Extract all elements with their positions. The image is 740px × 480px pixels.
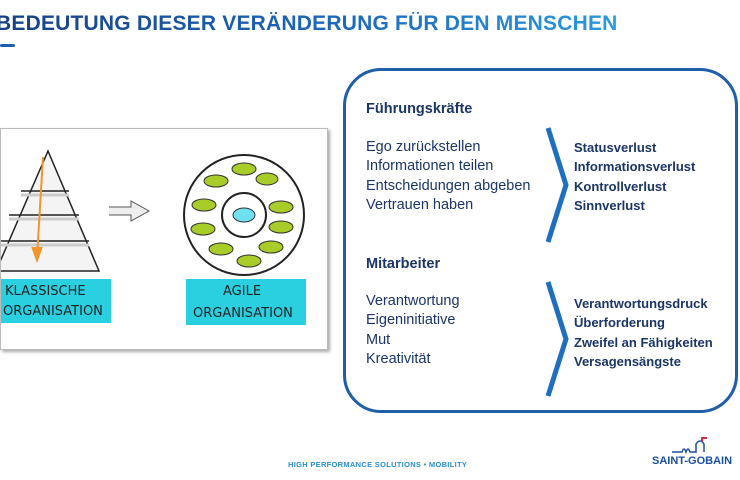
label-agile: AGILE — [223, 284, 261, 299]
label-klassische: KLASSISCHE — [5, 284, 86, 299]
list-item: Eigeninitiative — [366, 312, 456, 329]
list-item: Kreativität — [366, 350, 431, 367]
leaders-list: Ego zurückstellen Informationen teilen E… — [366, 138, 530, 215]
title-underline — [0, 44, 15, 47]
agile-circle-icon — [183, 154, 305, 276]
arrow-right-icon — [109, 200, 151, 222]
list-item: Vertrauen haben — [366, 196, 474, 213]
list-item: Entscheidungen abgeben — [366, 177, 531, 194]
leaders-effects: Statusverlust Informationsverlust Kontro… — [574, 138, 695, 215]
list-item: Mut — [366, 331, 391, 348]
organization-sketch: KLASSISCHE ORGANISATION AGILE ORGANISATI… — [0, 128, 328, 350]
footer-tagline: HIGH PERFORMANCE SOLUTIONS • MOBILITY — [288, 460, 468, 469]
staff-list: Verantwortung Eigeninitiative Mut Kreati… — [366, 292, 460, 369]
list-item: Kontrollverlust — [574, 178, 667, 194]
sketch-drawing: KLASSISCHE ORGANISATION AGILE ORGANISATI… — [1, 149, 306, 325]
leaders-heading: Führungskräfte — [366, 101, 473, 117]
list-item: Statusverlust — [574, 140, 657, 155]
chevron-right-icon — [545, 281, 569, 397]
label-organisation-left: ORGANISATION — [3, 304, 103, 319]
staff-effects: Verantwortungsdruck Überforderung Zweife… — [574, 294, 713, 371]
list-item: Informationen teilen — [366, 158, 494, 175]
company-logo: SAINT-GOBAIN — [652, 455, 733, 467]
staff-heading: Mitarbeiter — [366, 256, 441, 272]
list-item: Informationsverlust — [574, 159, 696, 175]
highlight-left — [1, 279, 111, 323]
list-item: Zweifel an Fähigkeiten — [574, 334, 713, 350]
chevron-right-icon — [545, 127, 569, 243]
page-title: BEDEUTUNG DIESER VERÄNDERUNG FÜR DEN MEN… — [0, 12, 618, 36]
pyramid-icon — [1, 149, 101, 272]
list-item: Verantwortung — [366, 293, 460, 309]
highlight-right — [186, 279, 306, 325]
list-item: Ego zurückstellen — [366, 139, 481, 155]
label-organisation-right: ORGANISATION — [193, 306, 293, 321]
list-item: Versagensängste — [574, 353, 681, 369]
logo-skyline-icon — [672, 437, 707, 455]
list-item: Sinnverlust — [574, 197, 645, 213]
list-item: Überforderung — [574, 315, 665, 331]
list-item: Verantwortungsdruck — [574, 296, 708, 311]
impact-panel — [343, 68, 738, 413]
